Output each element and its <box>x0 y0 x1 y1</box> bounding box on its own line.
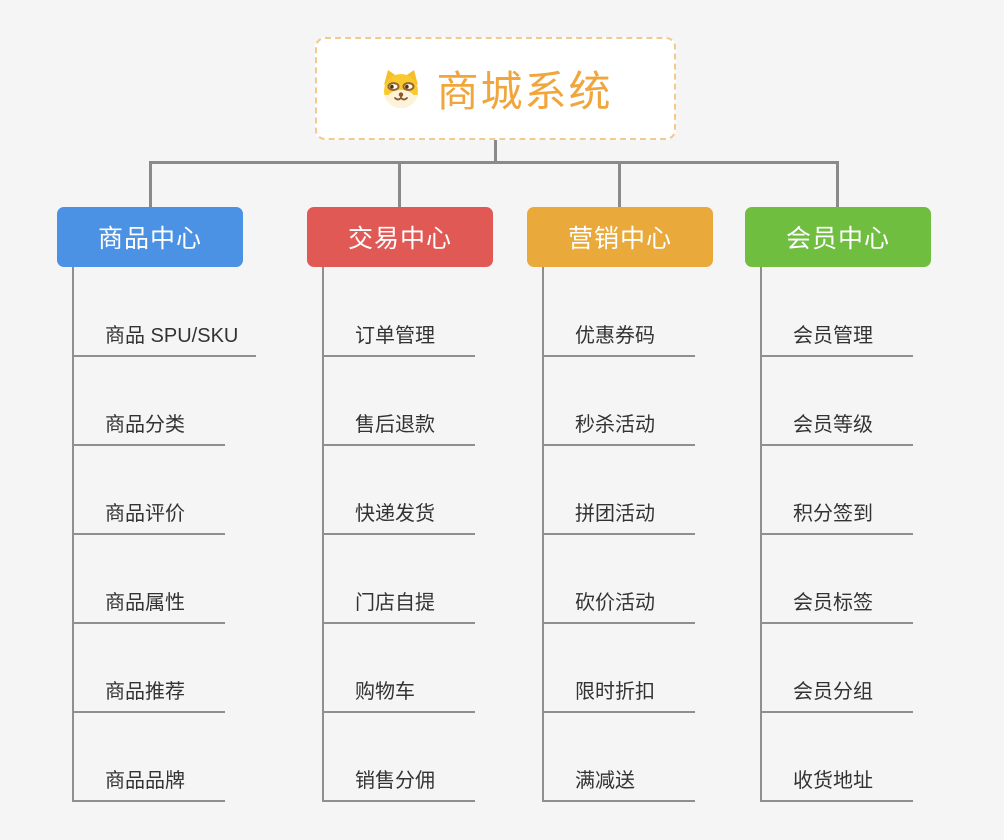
child-node[interactable]: 售后退款 <box>322 411 475 446</box>
child-node[interactable]: 订单管理 <box>322 322 475 357</box>
child-node[interactable]: 会员管理 <box>760 322 913 357</box>
child-node[interactable]: 收货地址 <box>760 767 913 802</box>
child-node[interactable]: 积分签到 <box>760 500 913 535</box>
connector-drop-3 <box>618 161 621 208</box>
child-node[interactable]: 会员标签 <box>760 589 913 624</box>
child-node[interactable]: 商品推荐 <box>72 678 225 713</box>
branch-column-2: 交易中心订单管理售后退款快递发货门店自提购物车销售分佣 <box>307 207 557 827</box>
child-node[interactable]: 拼团活动 <box>542 500 695 535</box>
branch-column-3: 营销中心优惠券码秒杀活动拼团活动砍价活动限时折扣满减送 <box>527 207 777 827</box>
child-node[interactable]: 砍价活动 <box>542 589 695 624</box>
branch-node[interactable]: 营销中心 <box>527 207 713 267</box>
child-node[interactable]: 会员分组 <box>760 678 913 713</box>
child-node[interactable]: 满减送 <box>542 767 695 802</box>
dog-face-icon <box>384 69 419 108</box>
root-node[interactable]: 商城系统 <box>315 37 676 140</box>
connector-drop-1 <box>149 161 152 208</box>
child-node[interactable]: 购物车 <box>322 678 475 713</box>
child-node[interactable]: 商品属性 <box>72 589 225 624</box>
child-node[interactable]: 会员等级 <box>760 411 913 446</box>
child-node[interactable]: 秒杀活动 <box>542 411 695 446</box>
child-node[interactable]: 限时折扣 <box>542 678 695 713</box>
child-node[interactable]: 商品评价 <box>72 500 225 535</box>
connector-root-stub <box>494 140 497 162</box>
child-node[interactable]: 快递发货 <box>322 500 475 535</box>
child-node[interactable]: 商品分类 <box>72 411 225 446</box>
branch-column-4: 会员中心会员管理会员等级积分签到会员标签会员分组收货地址 <box>745 207 995 827</box>
child-node[interactable]: 商品品牌 <box>72 767 225 802</box>
child-node[interactable]: 商品 SPU/SKU <box>72 322 257 357</box>
branch-column-1: 商品中心商品 SPU/SKU 商品分类商品评价商品属性商品推荐商品品牌 <box>57 207 307 827</box>
root-title: 商城系统 <box>436 68 613 115</box>
branch-node[interactable]: 会员中心 <box>745 207 931 267</box>
connector-bus <box>149 161 839 164</box>
connector-drop-4 <box>836 161 839 208</box>
connector-drop-2 <box>398 161 401 208</box>
child-node[interactable]: 门店自提 <box>322 589 475 624</box>
child-node[interactable]: 销售分佣 <box>322 767 475 802</box>
branch-node[interactable]: 交易中心 <box>307 207 493 267</box>
child-node[interactable]: 优惠券码 <box>542 322 695 357</box>
branch-node[interactable]: 商品中心 <box>57 207 243 267</box>
